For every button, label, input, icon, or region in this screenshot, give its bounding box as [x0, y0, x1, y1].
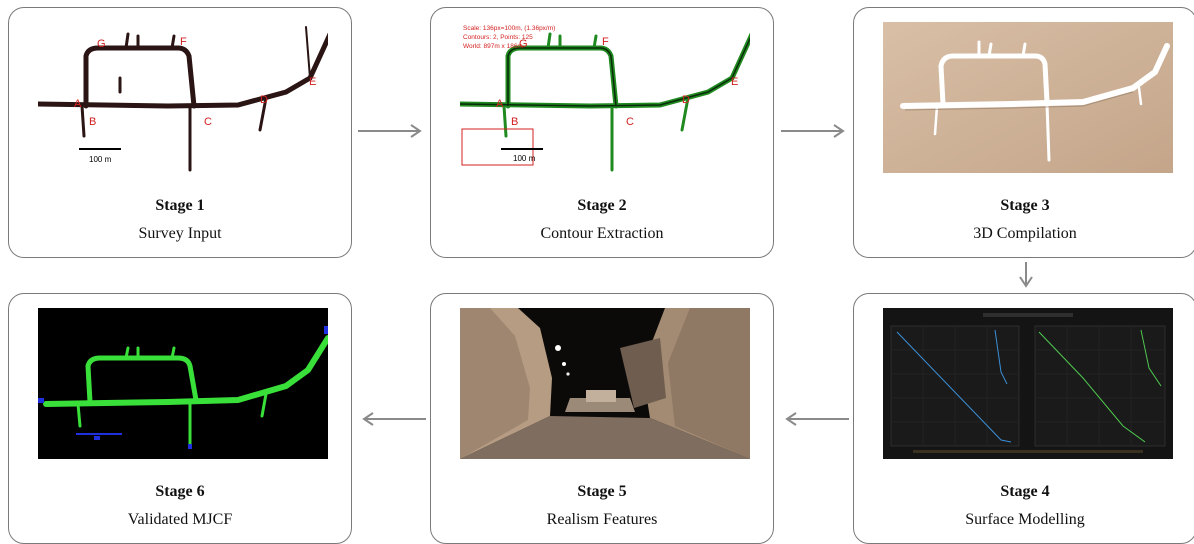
label-a: A [496, 98, 504, 110]
stage-subtitle: Survey Input [138, 225, 222, 242]
label-f: F [180, 36, 187, 48]
stage-title: Stage 1 [155, 197, 205, 214]
scale-label: 100 m [89, 155, 112, 164]
survey-map-image: A B C D E F G 100 m [38, 22, 328, 173]
realism-tunnel-render [460, 308, 750, 459]
stage-subtitle: Contour Extraction [540, 225, 664, 242]
stage-title: Stage 6 [155, 483, 205, 500]
label-d: D [682, 94, 690, 106]
contour-info-line1: Scale: 136px=100m, (1.36px/m) [463, 25, 555, 32]
stage-subtitle: Surface Modelling [965, 511, 1085, 528]
label-d: D [260, 94, 268, 106]
stage-2-box: Scale: 136px=100m, (1.36px/m) Contours: … [430, 7, 774, 258]
contour-info-line3: World: 897m x 186m [463, 43, 523, 50]
stage-subtitle: 3D Compilation [973, 225, 1077, 242]
stage-title: Stage 4 [1000, 483, 1050, 500]
stage-3-box: Stage 3 3D Compilation [853, 7, 1194, 258]
stage-subtitle: Realism Features [546, 511, 658, 528]
contour-info-line2: Contours: 2, Points: 125 [463, 34, 533, 41]
contour-extraction-image: Scale: 136px=100m, (1.36px/m) Contours: … [460, 22, 750, 173]
label-c: C [204, 116, 212, 128]
label-g: G [97, 38, 106, 50]
arrow-left-4-to-5 [785, 412, 849, 426]
label-f: F [602, 36, 609, 48]
label-g: G [519, 38, 528, 50]
label-b: B [89, 116, 96, 128]
label-b: B [511, 116, 518, 128]
stage-title: Stage 5 [577, 483, 627, 500]
stage-title: Stage 2 [577, 197, 627, 214]
label-c: C [626, 116, 634, 128]
stage-1-box: A B C D E F G 100 m Stage 1 Survey Input [8, 7, 352, 258]
surface-modelling-plot [883, 308, 1173, 459]
arrow-right-2-to-3 [781, 124, 845, 138]
stage-4-box: Stage 4 Surface Modelling [853, 293, 1194, 544]
arrow-right-1-to-2 [358, 124, 422, 138]
label-e: E [309, 76, 316, 88]
label-a: A [74, 98, 82, 110]
stage-5-box: Stage 5 Realism Features [430, 293, 774, 544]
label-e: E [731, 76, 738, 88]
stage-title: Stage 3 [1000, 197, 1050, 214]
stage-6-box: Stage 6 Validated MJCF [8, 293, 352, 544]
arrow-left-5-to-6 [362, 412, 426, 426]
stage-subtitle: Validated MJCF [127, 511, 233, 528]
validated-mjcf-render [38, 308, 328, 459]
3d-compilation-render [883, 22, 1173, 173]
arrow-down-3-to-4 [1019, 262, 1033, 288]
scale-label: 100 m [513, 154, 536, 163]
